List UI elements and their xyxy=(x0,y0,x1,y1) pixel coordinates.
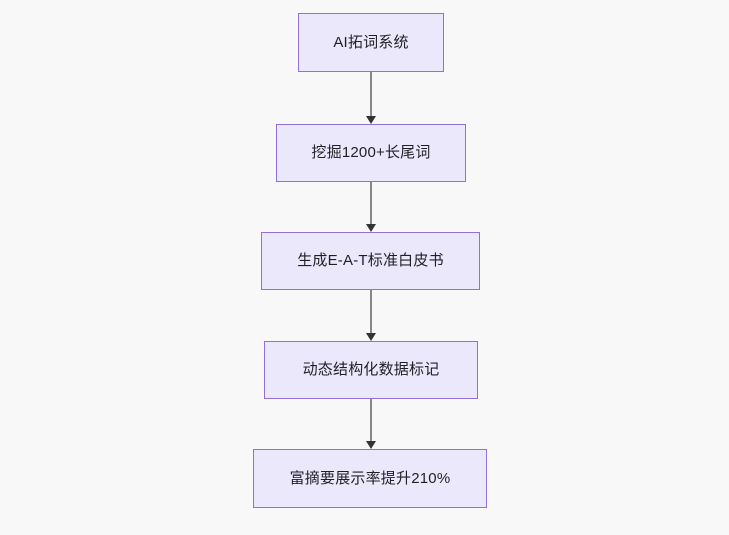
arrowhead-icon xyxy=(366,224,376,232)
flowchart-node-dynamic-structured-data-markup[interactable]: 动态结构化数据标记 xyxy=(264,341,478,399)
arrowhead-icon xyxy=(366,116,376,124)
edge-line xyxy=(370,72,372,116)
edge-line xyxy=(370,399,372,441)
node-label: AI拓词系统 xyxy=(333,33,409,51)
arrowhead-icon xyxy=(366,441,376,449)
node-label: 生成E-A-T标准白皮书 xyxy=(297,252,444,269)
arrowhead-icon xyxy=(366,333,376,341)
flowchart-node-generate-eat-whitepaper[interactable]: 生成E-A-T标准白皮书 xyxy=(261,232,480,290)
flowchart-node-mine-longtail-keywords[interactable]: 挖掘1200+长尾词 xyxy=(276,124,466,182)
node-label: 挖掘1200+长尾词 xyxy=(311,144,431,161)
edge-line xyxy=(370,290,372,333)
node-label: 富摘要展示率提升210% xyxy=(289,469,451,487)
edge-line xyxy=(370,182,372,224)
node-label: 动态结构化数据标记 xyxy=(302,361,440,378)
flowchart-node-ai-keyword-system[interactable]: AI拓词系统 xyxy=(298,13,444,72)
flowchart-node-rich-snippet-impression-uplift[interactable]: 富摘要展示率提升210% xyxy=(253,449,487,508)
